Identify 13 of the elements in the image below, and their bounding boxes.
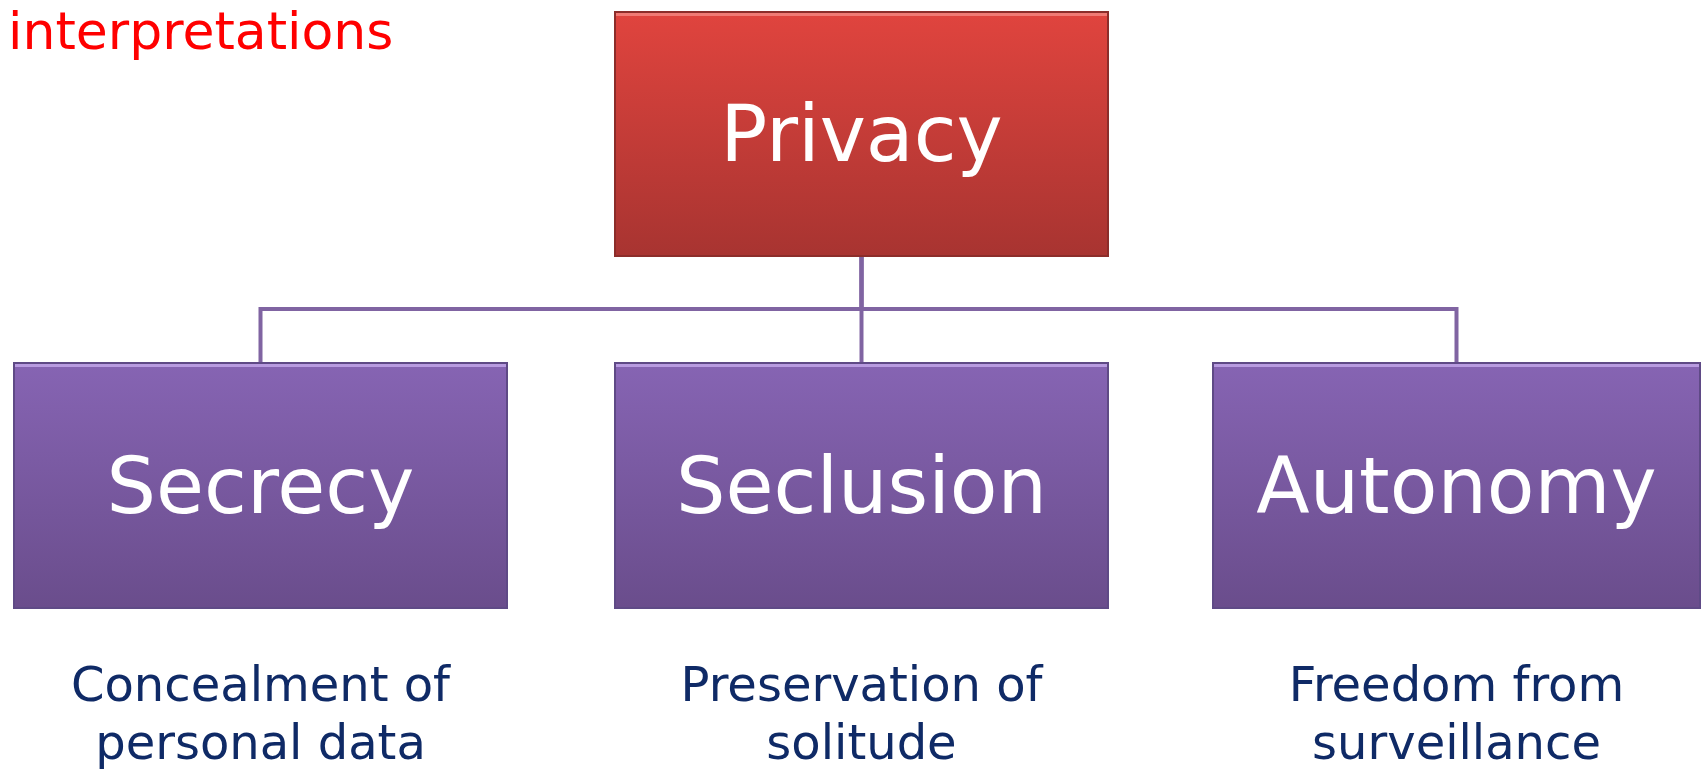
category-name: Privacy [720,89,1003,179]
description-text: Preservation of solitude [679,655,1045,771]
description-text: Freedom from surveillance [1287,655,1626,771]
description-text: Concealment of personal data [70,655,452,771]
category-box [13,362,508,609]
category-name: Secrecy [106,440,415,531]
category-box [1212,362,1701,609]
category-box [614,362,1109,609]
heading-text: interpretations [8,0,394,62]
category-name: Autonomy [1256,440,1657,531]
category-box [614,11,1109,257]
category-name: Seclusion [676,440,1047,531]
connector-line [859,257,1459,362]
